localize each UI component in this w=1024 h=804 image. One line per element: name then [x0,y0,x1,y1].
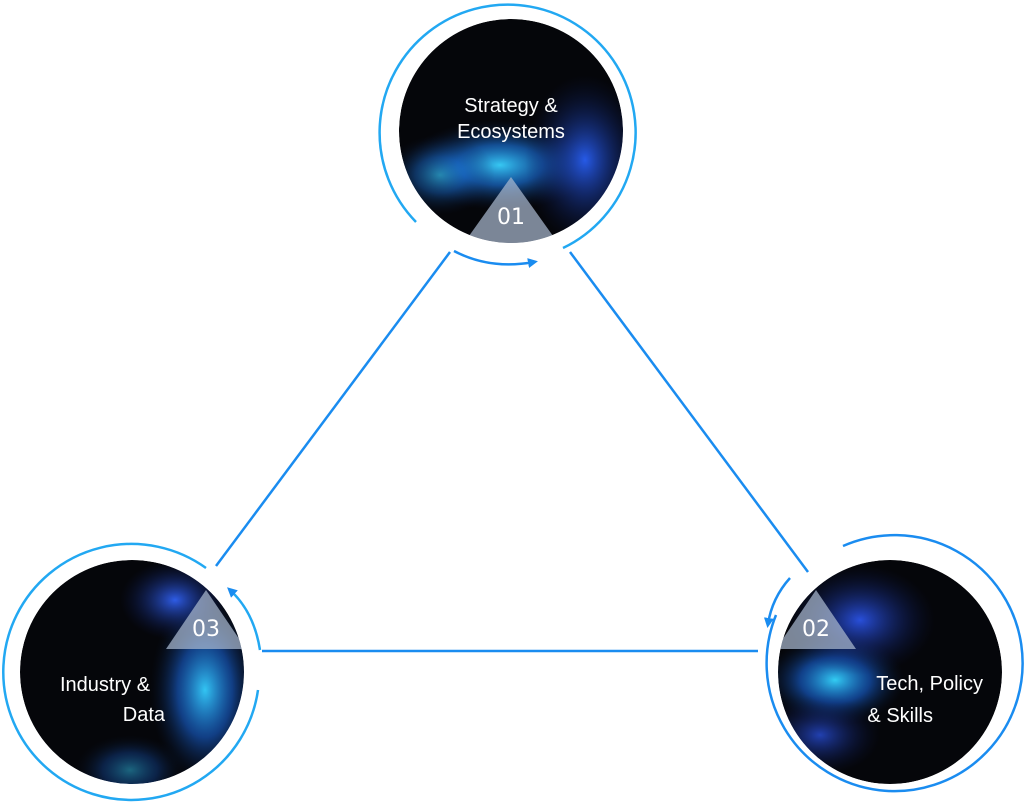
node-title-01-line2: Ecosystems [457,121,565,143]
node-title-03-line1: Industry & [60,674,151,696]
node-number-01: 01 [497,205,525,230]
node-number-02: 02 [802,617,830,642]
node-title-03-line2: Data [123,704,166,726]
node-01: 01 Strategy & Ecosystems [399,19,623,243]
orbit-arc-02 [765,533,1024,793]
connector-03-01 [214,251,452,567]
node-02: 02 Tech, Policy & Skills [778,560,1002,784]
number-badge-02 [778,590,856,649]
orbit-arc-03 [2,542,260,802]
node-number-03: 03 [192,617,220,642]
node-title-02-line1: Tech, Policy [876,673,983,695]
orbit-arrow-03 [227,587,262,651]
number-badge-01 [464,177,558,243]
node-title-02-line2: & Skills [867,705,933,727]
connector-01-02 [568,251,810,573]
node-title-01-line1: Strategy & [464,95,558,117]
number-badge-03 [166,590,244,649]
orbit-arrow-01 [453,249,538,268]
orbit-arc-01 [378,3,637,250]
node-03: 03 Industry & Data [20,560,244,784]
orbit-arrow-02 [763,577,791,628]
